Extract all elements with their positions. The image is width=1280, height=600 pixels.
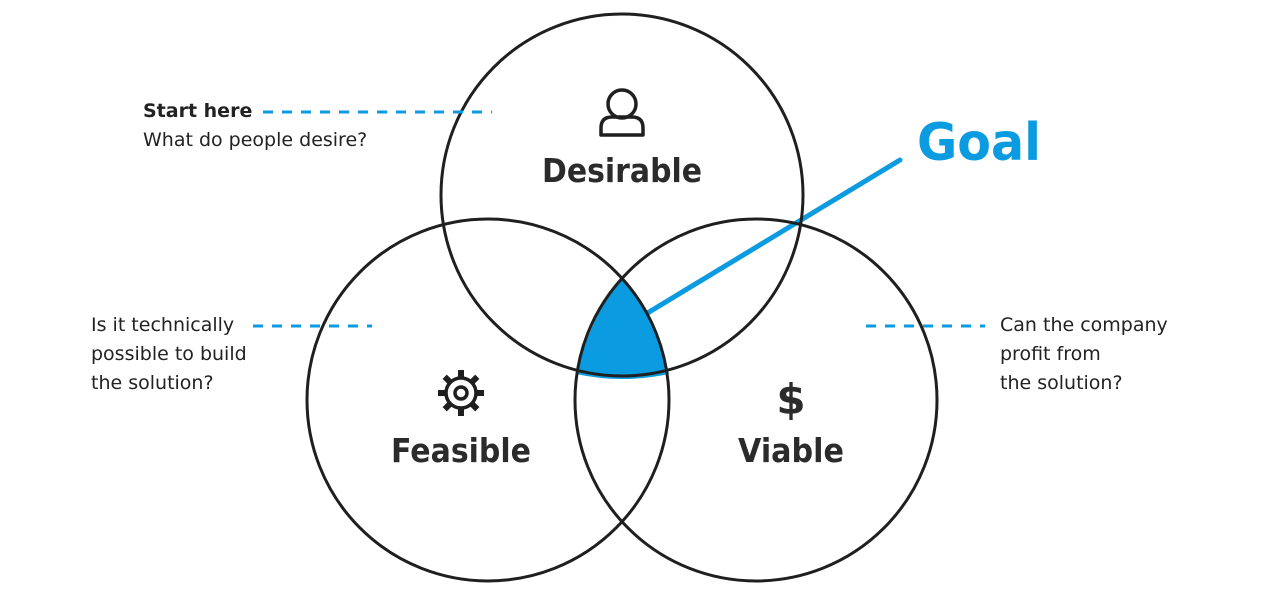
viable-circle [573, 217, 939, 583]
desirable-question: What do people desire? [143, 129, 368, 151]
feasible-question-line: Is it technically [91, 314, 235, 336]
goal-intersection [576, 277, 669, 379]
viable-label: Viable [738, 431, 844, 470]
viable-question-line: profit from [1000, 343, 1101, 365]
feasible-circle [305, 217, 671, 583]
goal-pointer-line [633, 157, 903, 323]
goal-label: Goal [917, 113, 1041, 173]
viable-question-line: Can the company [1000, 314, 1168, 336]
person-icon [599, 88, 645, 137]
gear-icon [438, 370, 484, 416]
desirable-label: Desirable [542, 151, 702, 190]
viable-question-line: the solution? [1000, 372, 1123, 394]
desirable-note: Start here What do people desire? [143, 97, 367, 155]
feasible-note: Is it technically possible to build the … [91, 311, 247, 398]
dollar-icon: $ [776, 375, 805, 424]
viable-note: Can the company profit from the solution… [1000, 311, 1168, 398]
desirable-circle [439, 12, 805, 378]
start-here-label: Start here [143, 100, 253, 122]
feasible-question-line: possible to build [91, 343, 247, 365]
feasible-question-line: the solution? [91, 372, 214, 394]
feasible-label: Feasible [391, 431, 531, 470]
